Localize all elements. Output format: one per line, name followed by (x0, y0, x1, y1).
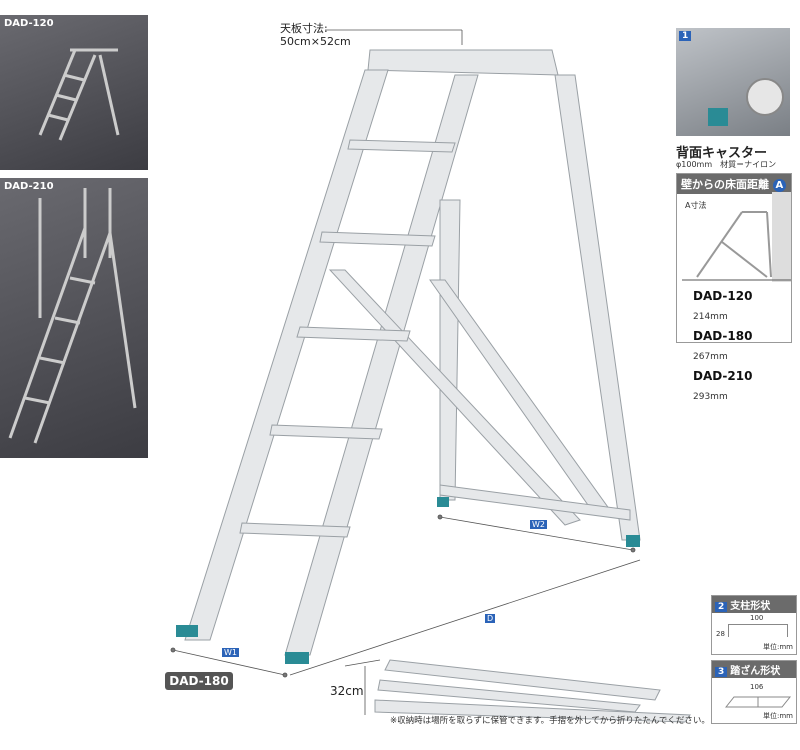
wall-distance-diagram (682, 192, 791, 282)
wall-distance-title: 壁からの床面距離 (681, 178, 769, 191)
d-label: D (485, 614, 496, 623)
caster-spec: φ100mm 材質＝ナイロン (676, 160, 777, 169)
step-unit: 単位:mm (763, 712, 793, 720)
wall-distance-header: 壁からの床面距離 A (677, 174, 791, 194)
pillar-title: 支柱形状 (730, 601, 771, 612)
wall-distance-table: DAD-120 214mm DAD-180 267mm DAD-210 293m… (693, 286, 791, 406)
storage-note: ※収納時は場所を取らずに保管できます。手摺を外してから折りたたんでください。 (390, 716, 710, 726)
foot-cap (708, 108, 728, 126)
a-badge: A (772, 179, 786, 192)
photo-label: DAD-210 (4, 181, 54, 192)
caster-wheel-icon (746, 78, 784, 116)
photo-label: DAD-120 (4, 18, 54, 29)
table-row: DAD-210 293mm (693, 366, 791, 406)
photo-dad-210: DAD-210 (0, 178, 148, 458)
step-title: 踏ざん形状 (730, 666, 781, 677)
model-name: DAD-120 (693, 289, 753, 303)
pillar-shape-icon (728, 624, 788, 637)
step-width: 106 (750, 683, 764, 691)
wall-distance-panel: 壁からの床面距離 A A寸法 DAD-120 214mm DAD-180 267… (676, 173, 792, 402)
caster-badge: 1 (679, 31, 692, 41)
pillar-badge: 2 (715, 602, 728, 612)
photo-dad-120: DAD-120 (0, 15, 148, 170)
distance-value: 214mm (693, 312, 728, 322)
top-plate-label: 天板寸法: (280, 22, 328, 35)
table-row: DAD-180 267mm (693, 326, 791, 366)
folded-height-label: 32cm (330, 684, 364, 698)
step-badge: 3 (715, 667, 728, 677)
model-name: DAD-180 (693, 329, 753, 343)
model-name: DAD-210 (693, 369, 753, 383)
ladder-photo (38, 48, 120, 141)
caster-photo: 1 (676, 28, 790, 136)
top-plate-value: 50cm×52cm (280, 35, 351, 48)
pillar-unit: 単位:mm (763, 643, 793, 651)
a-dimension-label: A寸法 (685, 201, 707, 210)
main-model-badge: DAD-180 (165, 672, 233, 690)
pillar-width: 100 (750, 614, 764, 622)
distance-value: 293mm (693, 392, 728, 402)
top-plate-callout: 天板寸法: 50cm×52cm (280, 22, 351, 48)
caster-title: 背面キャスター (676, 146, 768, 161)
step-shape-icon (724, 696, 792, 708)
table-row: DAD-120 214mm (693, 286, 791, 326)
w2-label: W2 (530, 520, 547, 529)
ladder-photo (8, 188, 137, 444)
pillar-height: 28 (716, 630, 725, 638)
distance-value: 267mm (693, 352, 728, 362)
w1-label: W1 (222, 648, 239, 657)
